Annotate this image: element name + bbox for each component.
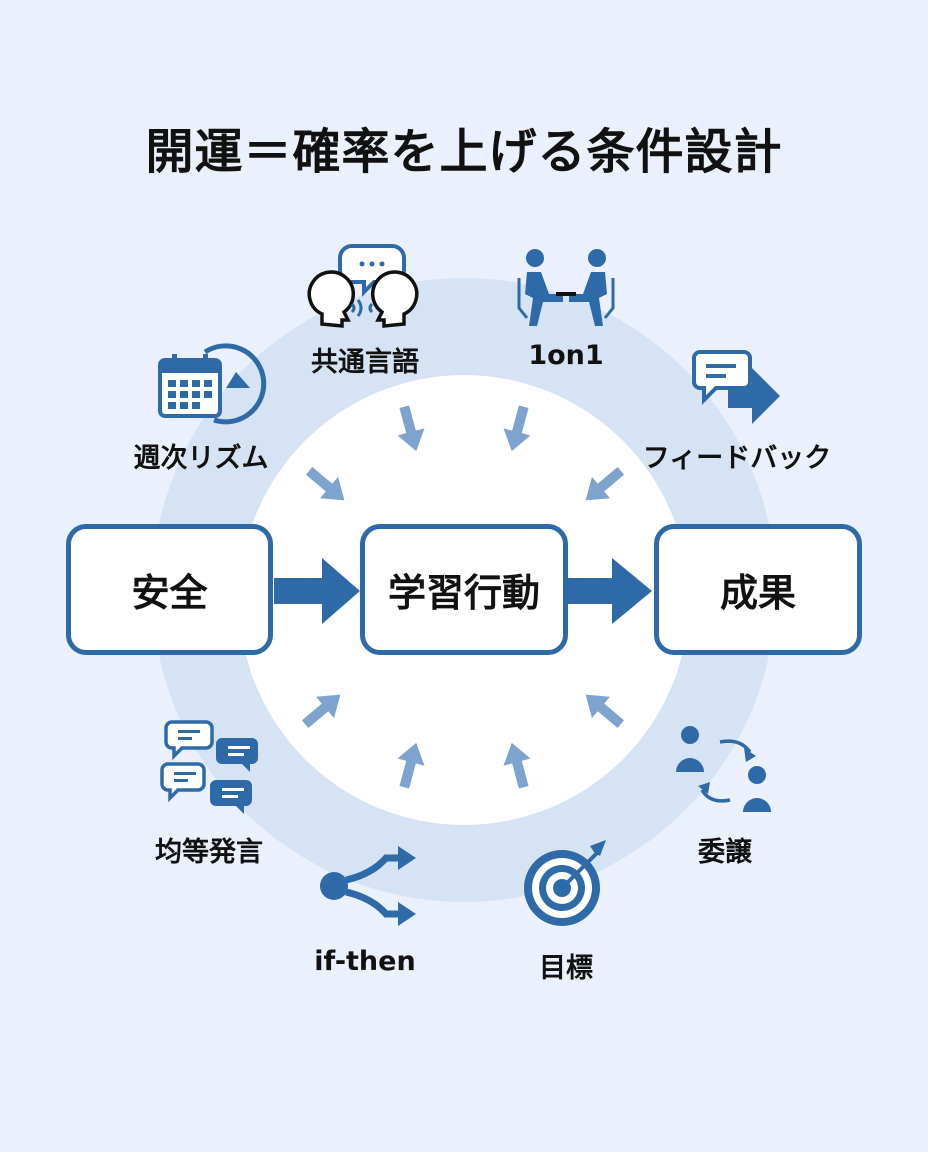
page-title: 開運＝確率を上げる条件設計 (145, 124, 783, 180)
flow-arrow-start-to-center (274, 558, 360, 624)
chat-bubbles-icon (160, 720, 258, 814)
condition-label-delegation: 委譲 (698, 837, 752, 868)
converging-arrow (503, 742, 531, 789)
converging-arrow (301, 694, 341, 728)
condition-label-goal: 目標 (539, 953, 593, 984)
branch-icon (320, 846, 416, 926)
delegation-icon (676, 726, 771, 812)
condition-label-equal-speaking: 均等発言 (155, 837, 263, 868)
flow-box-start: 安全 (66, 524, 273, 655)
condition-label-if-then: if-then (314, 946, 416, 977)
converging-arrow (397, 742, 425, 789)
converging-arrow (305, 467, 345, 501)
condition-label-feedback: フィードバック (642, 443, 832, 474)
converging-arrow (585, 694, 625, 728)
converging-arrow (503, 405, 531, 452)
condition-label-weekly-rhythm: 週次リズム (133, 443, 269, 474)
one-on-one-meeting-icon (517, 249, 615, 326)
condition-label-common-language: 共通言語 (311, 347, 419, 378)
target-icon (524, 840, 606, 926)
converging-arrow (397, 405, 425, 452)
flow-box-end: 成果 (654, 524, 862, 655)
converging-arrows (301, 405, 625, 789)
flow-box-center: 学習行動 (360, 524, 568, 655)
flow-arrow-center-to-end (568, 558, 652, 624)
calendar-cycle-icon (158, 343, 267, 425)
condition-label-1on1: 1on1 (528, 340, 604, 371)
feedback-arrow-icon (692, 350, 780, 424)
converging-arrow (585, 467, 625, 501)
conversation-icon (307, 244, 419, 328)
